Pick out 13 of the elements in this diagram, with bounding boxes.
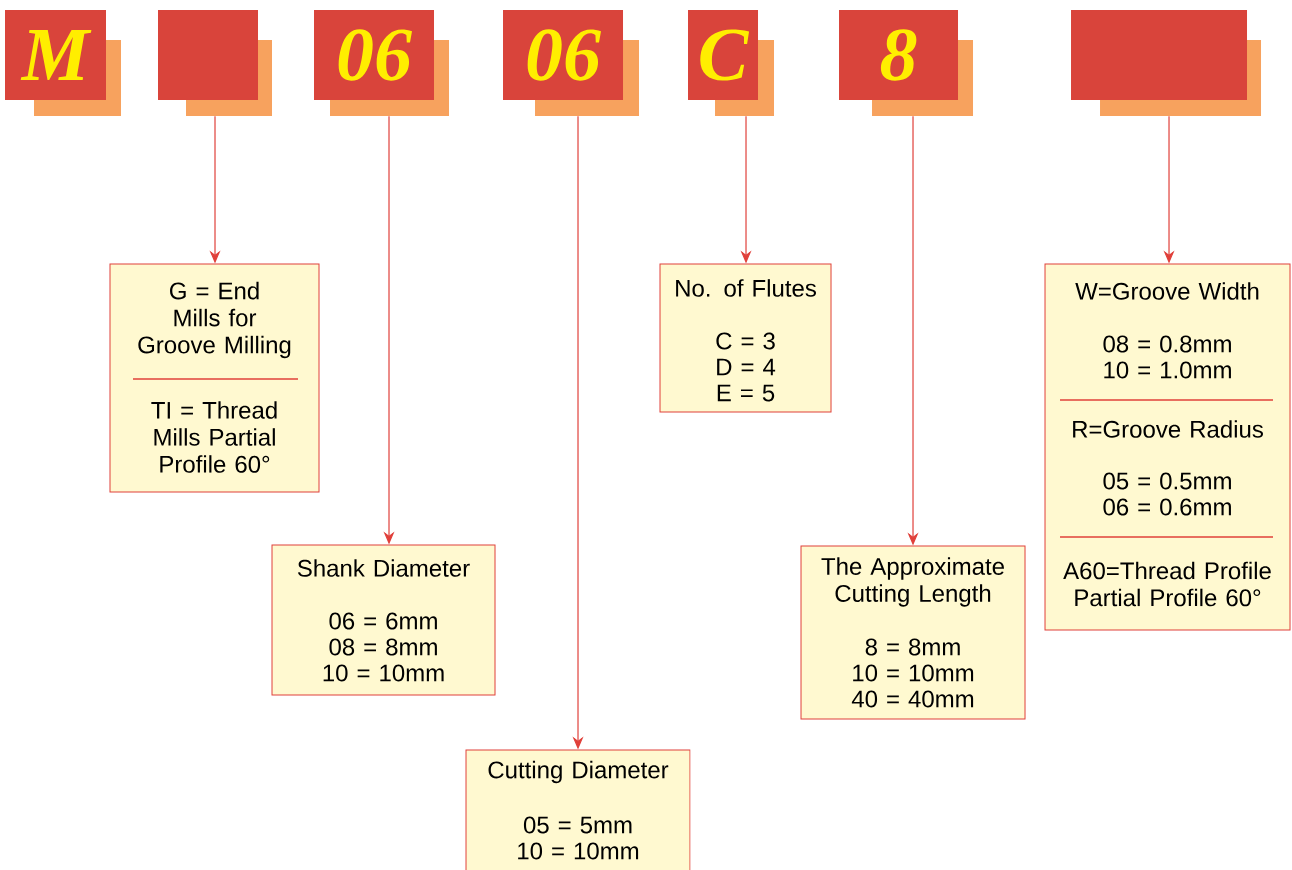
description-box: The Approximate Cutting Length 8 = 8mm 10 = 10mm 40 = 40mm (800, 545, 1026, 720)
description-box: No. of Flutes C = 3 D = 4 E = 5 (659, 263, 832, 413)
description-box: Cutting Diameter 05 = 5mm 10 = 10mm (465, 749, 691, 870)
code-box: M (5, 10, 121, 116)
code-box: 06 (503, 10, 639, 116)
code-box: C (688, 10, 774, 116)
description-box: W=Groove Width 08 = 0.8mm 10 = 1.0mm R=Groove Radius 05 = 0.5mm 06 = 0.6mm A60=Thread Profile Partial Profile 60° (1044, 263, 1291, 631)
code-box: 06 (314, 10, 449, 116)
description-box: Shank Diameter 06 = 6mm 08 = 8mm 10 = 10mm (271, 544, 496, 696)
code-box (1071, 10, 1261, 116)
code-box: 8 (839, 10, 973, 116)
code-box (158, 10, 272, 116)
description-box: G = End Mills for Groove Milling TI = Thread Mills Partial Profile 60° (109, 263, 320, 493)
